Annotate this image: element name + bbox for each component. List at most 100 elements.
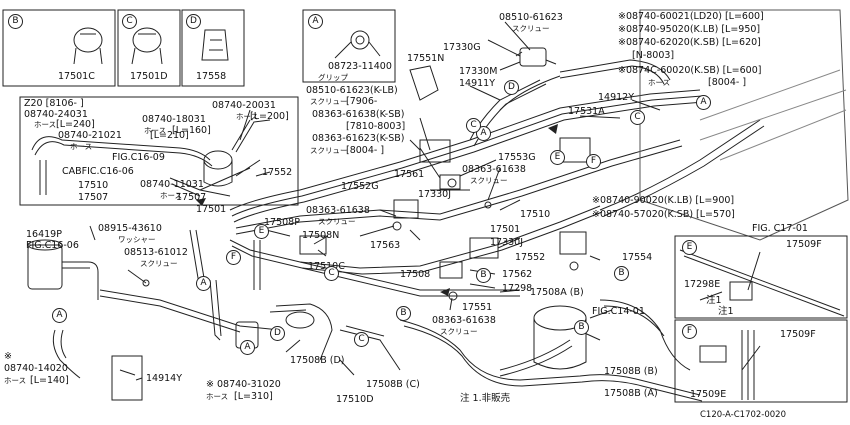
z20-hose-11031-note: ホース [160,191,183,200]
part-17510-mid: 17510 [520,209,551,220]
screw-61623-date: [8004- ] [346,145,385,156]
part-17508a-b: 17508A (B) [530,287,584,298]
callout-a: A [196,276,211,291]
star-mark-left: ※ [4,351,12,362]
inset-e-note2: 注1 [718,306,734,317]
inset-a-frame [302,9,396,83]
part-17501-left: 17501 [196,204,227,215]
z20-part-17510: 17510 [78,180,109,191]
part-17551n: 17551N [407,53,445,64]
part-17508b-b: 17508B (B) [604,366,658,377]
callout-e: E [254,224,269,239]
part-17501-mid: 17501 [490,224,521,235]
drawing-code: C120-A-C1702-0020 [700,410,787,420]
part-17508b-d: 17508B (D) [290,355,345,366]
callout-b: B [396,306,411,321]
z20-part-17507b: 17507 [176,192,207,203]
callout-a: A [476,126,491,141]
part-16419p: 16419P [26,229,62,240]
part-14914y: 14914Y [146,373,183,384]
callout-a: A [240,340,255,355]
screw-61638-c-note: スクリュー [440,327,478,336]
callout-a: A [696,95,711,110]
fig-c17-01: FIG. C17-01 [752,223,808,234]
part-17552-mid: 17552 [515,252,546,263]
part-17330m: 17330M [459,66,498,77]
z20-hose-21021-length: [L=210] [150,130,189,141]
screw-08363-61638-c: 08363-61638 [432,315,496,326]
part-17330j: 17330J [418,189,452,200]
hose-08740-31020: ※ 08740-31020 [206,379,281,390]
part-17510d: 17510D [336,394,374,405]
z20-hose-21021-note: ホース [70,142,93,151]
screw-08363-61623-ksb: 08363-61623(K-SB) [312,133,405,144]
note-not-for-sale: 注 1.非販売 [460,393,511,404]
screw-klb-date: [7906- [346,96,378,107]
z20-hose-24031-length: [L=240] [56,119,95,130]
fig-c14-01: FIG.C14-01 [592,306,645,317]
callout-f: F [586,154,601,169]
washer-08915-43610: 08915-43610 [98,223,162,234]
note-hose-60021: ※08740-60021(LD20) [L=600] [618,11,764,22]
hose-08740-14020: 08740-14020 [4,363,68,374]
hose-14020-length: [L=140] [30,375,69,386]
hose-14020-note: ホース [4,376,27,385]
inset-f-17509f: 17509F [780,329,816,340]
z20-header: Z20 [8106- ] [24,98,84,109]
inset-d-letter: D [186,14,201,29]
screw-61623-note: スクリュー [310,146,348,155]
callout-c: C [630,110,645,125]
part-17554: 17554 [622,252,653,263]
z20-hose-20031: 08740-20031 [212,100,276,111]
part-17561: 17561 [394,169,425,180]
callout-f: F [226,250,241,265]
inset-b-letter: B [8,14,23,29]
callout-c: C [466,118,481,133]
inset-c-letter: C [122,14,137,29]
callout-c: C [324,266,339,281]
note-hose-57020: ※08740-57020(K.SB) [L=570] [592,209,735,220]
inset-a-letter: A [308,14,323,29]
screw-08363-61638-ksb: 08363-61638(K-SB) [312,109,405,120]
z20-hose-24031: 08740-24031 [24,109,88,120]
part-08723-11400: 08723-11400 [328,61,392,72]
part-17508b-a: 17508B (A) [604,388,658,399]
hose-31020-length: [L=310] [234,391,273,402]
grip-note: グリップ [318,73,348,82]
note-n-8003: [N-8003] [632,50,675,61]
inset-e-17298e: 17298E [684,279,721,290]
screw-08513-61012: 08513-61012 [124,247,188,258]
part-17551: 17551 [462,302,493,313]
part-17298: 17298 [502,283,533,294]
screw-klb-note: スクリュー [310,97,348,106]
z20-cabfic-c16-06: CABFIC.C16-06 [62,166,134,177]
part-17501d: 17501D [130,71,168,82]
screw-08363-61638-a: 08363-61638 [462,164,526,175]
note-hose-90020: ※08740-90020(K.LB) [L=900] [592,195,735,206]
z20-hose-11031: 08740-11031 [140,179,204,190]
part-17508n: 17508N [302,230,340,241]
part-17553g: 17553G [498,152,536,163]
screw-08363-61638-b: 08363-61638 [306,205,370,216]
part-14912y: 14912Y [598,92,635,103]
inset-e-frame [674,235,848,319]
screw-61638-a-note: スクリュー [470,176,508,185]
screw-61638-b-note: スクリュー [318,217,356,226]
z20-hose-18031-note: ホース [144,126,167,135]
callout-d: D [504,80,519,95]
z20-hose-21021: 08740-21021 [58,130,122,141]
callout-b: B [574,320,589,335]
note-hose-label: ホース [648,78,671,87]
z20-part-17552: 17552 [262,167,293,178]
inset-b-frame [2,9,116,87]
z20-hose-18031-length: [L=160] [172,125,211,136]
washer-note: ワッシャー [118,235,156,244]
part-17563: 17563 [370,240,401,251]
part-17562: 17562 [502,269,533,280]
note-date-8004: [8004- ] [708,77,747,88]
part-17330j-2: 17330J [490,237,524,248]
part-17508p: 17508P [264,217,300,228]
note-hose-60020: ※0874C-60020(K.SB) [L=600] [618,65,762,76]
